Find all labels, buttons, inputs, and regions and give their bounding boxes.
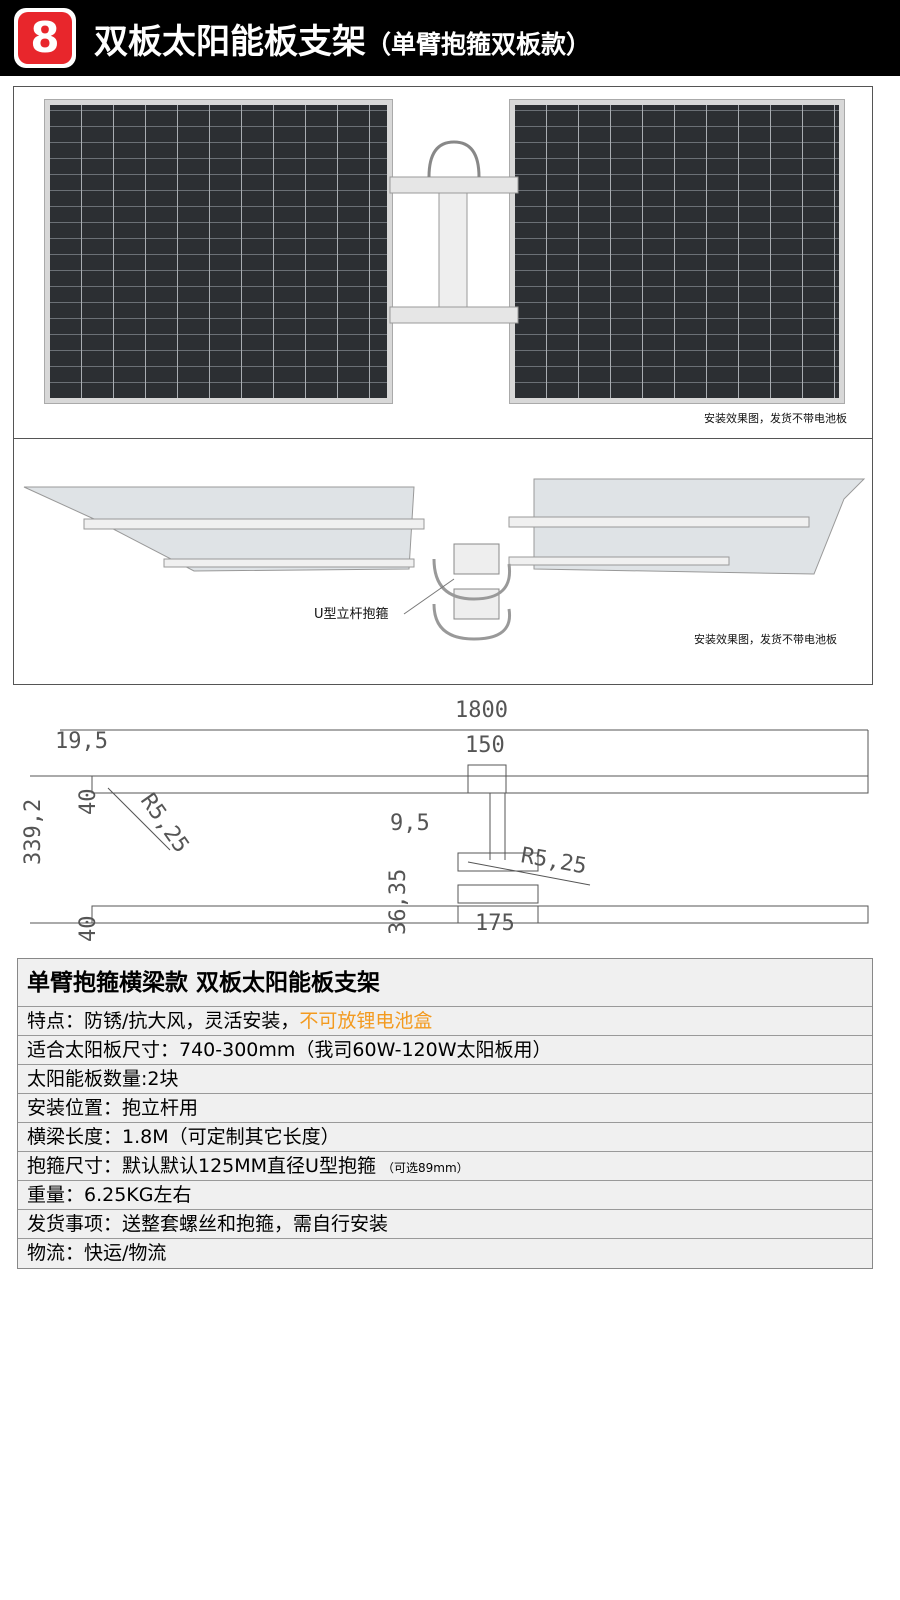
side-view-photo: U型立杆抱箍 安装效果图，发货不带电池板 (13, 438, 873, 685)
dim-19-5: 19,5 (55, 729, 108, 754)
technical-drawing: 1800 150 19,5 R5,25 40 339,2 9,5 R5,25 3… (21, 698, 869, 943)
spec-table: 单臂抱箍横梁款 双板太阳能板支架 特点：防锈/抗大风，灵活安装，不可放锂电池盒 … (17, 958, 873, 1269)
spec-row: 物流：快运/物流 (27, 1242, 167, 1264)
clamp-note: （可选89mm） (382, 1161, 469, 1175)
dim-339-2: 339,2 (21, 799, 46, 865)
photo-caption: 安装效果图，发货不带电池板 (704, 412, 847, 425)
spec-row: 发货事项：送整套螺丝和抱箍，需自行安装 (18, 1210, 872, 1239)
page-title: 双板太阳能板支架（单臂抱箍双板款） (94, 22, 592, 62)
battery-warning: 不可放锂电池盒 (299, 1010, 433, 1032)
dim-40: 40 (76, 789, 101, 816)
spec-title: 单臂抱箍横梁款 双板太阳能板支架 (18, 959, 872, 1007)
solar-panel-right (510, 100, 844, 403)
dim-40-bottom: 40 (76, 916, 101, 943)
dim-1800: 1800 (455, 698, 508, 723)
dim-9-5: 9,5 (390, 811, 430, 836)
page-subtitle: （单臂抱箍双板款） (366, 30, 592, 59)
spec-row-features: 特点：防锈/抗大风，灵活安装，不可放锂电池盒 (18, 1007, 872, 1036)
spec-row: 适合太阳板尺寸：740-300mm（我司60W-120W太阳板用） (18, 1036, 872, 1065)
spec-row: 横梁长度：1.8M（可定制其它长度） (18, 1123, 872, 1152)
bracket-illustration (389, 140, 519, 324)
section-number-badge: 8 (14, 8, 76, 68)
spec-row-clamp: 抱箍尺寸：默认默认125MM直径U型抱箍 （可选89mm） (18, 1152, 872, 1181)
dim-36-35: 36,35 (386, 869, 411, 935)
spec-row: 安装位置：抱立杆用 (18, 1094, 872, 1123)
solar-panel-left (45, 100, 392, 403)
side-view-illustration (23, 478, 866, 641)
front-view-photo: 安装效果图，发货不带电池板 (13, 86, 873, 439)
clamp-callout: U型立杆抱箍 (314, 607, 389, 622)
photo-caption: 安装效果图，发货不带电池板 (694, 633, 837, 646)
spec-row: 太阳能板数量:2块 (18, 1065, 872, 1094)
header-bar: 8 双板太阳能板支架（单臂抱箍双板款） (0, 0, 900, 76)
spec-row: 重量：6.25KG左右 (18, 1181, 872, 1210)
dim-175: 175 (475, 911, 515, 936)
dim-150: 150 (465, 733, 505, 758)
